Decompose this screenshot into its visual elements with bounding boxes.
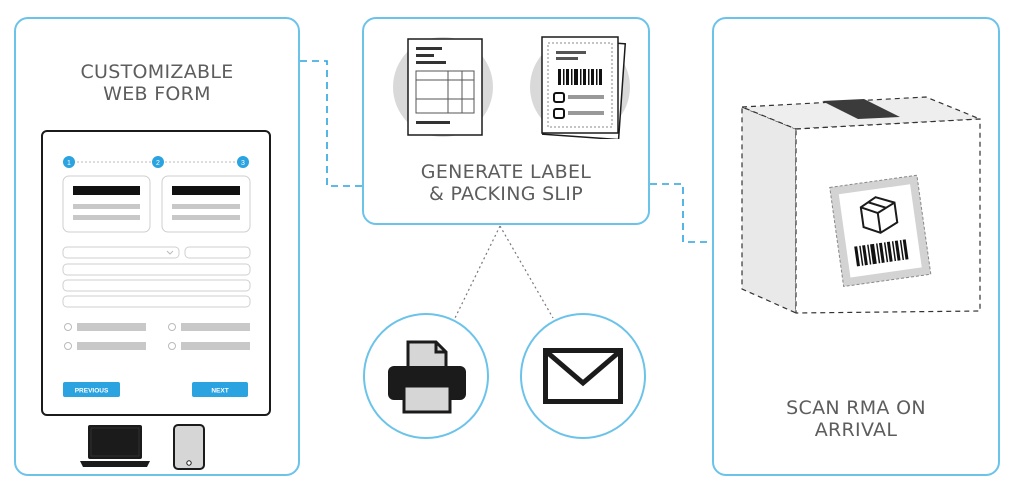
web-form-title: CUSTOMIZABLE WEB FORM (16, 61, 298, 105)
envelope-icon (520, 313, 646, 439)
scan-title-line2: ARRIVAL (814, 419, 898, 441)
box-icon (741, 96, 981, 314)
label-icon (530, 36, 630, 139)
scan-panel: SCAN RMA ON ARRIVAL (712, 17, 1000, 476)
arrow-form-to-generate (300, 60, 378, 187)
option-card-right[interactable] (161, 175, 251, 233)
chevron-down-icon (166, 250, 174, 255)
step-indicator-3 (237, 156, 249, 168)
scan-title-line1: SCAN RMA ON (786, 397, 926, 419)
option-card-left[interactable] (62, 175, 151, 233)
previous-button[interactable]: PREVIOUS (63, 382, 120, 397)
step-number-2: 2 (156, 160, 160, 167)
text-input-1[interactable] (62, 263, 251, 276)
text-input-2[interactable] (62, 279, 251, 292)
generate-title: GENERATE LABEL & PACKING SLIP (364, 161, 648, 205)
document-icon (393, 37, 493, 137)
generate-panel: GENERATE LABEL & PACKING SLIP (362, 17, 650, 225)
shipping-label (829, 174, 932, 288)
previous-button-label: PREVIOUS (75, 388, 109, 395)
step-number-1: 1 (67, 160, 71, 167)
radio-option-3[interactable] (64, 342, 147, 350)
radio-option-2[interactable] (168, 323, 251, 331)
phone-icon (173, 424, 205, 470)
next-button-label: NEXT (211, 388, 228, 395)
web-form-title-line2: WEB FORM (103, 83, 211, 105)
next-button[interactable]: NEXT (192, 382, 248, 397)
laptop-icon (80, 425, 150, 467)
radio-option-1[interactable] (64, 323, 147, 331)
small-input-field[interactable] (184, 246, 251, 259)
text-input-3[interactable] (62, 295, 251, 308)
generate-title-line2: & PACKING SLIP (429, 183, 583, 205)
select-field[interactable] (62, 246, 180, 259)
dotted-link-printer (454, 225, 501, 319)
web-form-panel: CUSTOMIZABLE WEB FORM 1 2 3 (14, 17, 300, 476)
radio-option-4[interactable] (168, 342, 251, 350)
step-indicator-1 (63, 156, 75, 168)
web-form-title-line1: CUSTOMIZABLE (80, 61, 234, 83)
form-mockup: 1 2 3 (41, 130, 271, 416)
step-indicator-2 (152, 156, 164, 168)
scan-title: SCAN RMA ON ARRIVAL (714, 397, 998, 441)
step-number-3: 3 (241, 160, 245, 167)
printer-icon (363, 313, 489, 439)
dotted-link-email (499, 225, 554, 319)
generate-title-line1: GENERATE LABEL (420, 161, 592, 183)
